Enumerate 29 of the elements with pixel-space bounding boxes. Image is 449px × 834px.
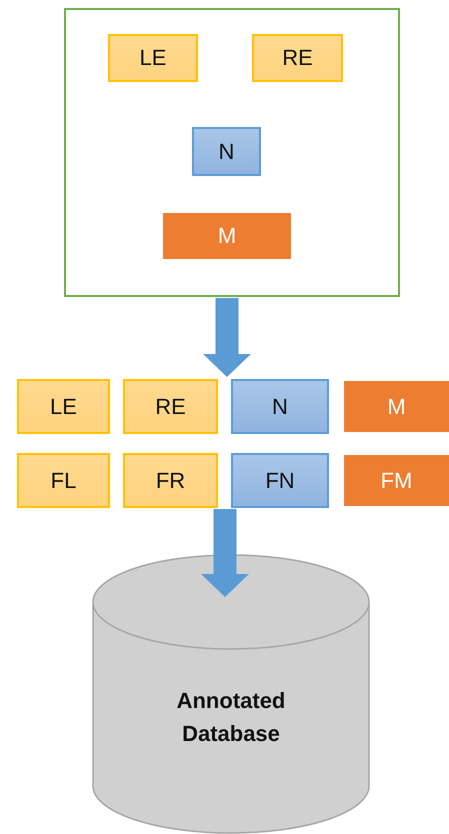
database-cylinder [92,554,370,834]
feature-box [344,381,449,432]
block-arrow [201,509,249,597]
feature-label: FL [50,468,76,494]
feature-box [123,379,218,434]
feature-label: N [272,394,288,420]
feature-label: FM [380,468,412,494]
feature-box [344,455,449,506]
feature-label: FN [265,468,295,494]
database-label: Annotated Database [176,687,286,748]
feature-box [108,34,198,82]
feature-label: M [387,394,406,420]
feature-label: RE [155,394,186,420]
feature-box [17,379,110,434]
feature-label: N [218,138,234,164]
feature-label: M [218,223,236,249]
feature-box [123,453,218,508]
feature-box [231,453,329,508]
feature-label: RE [282,45,313,71]
feature-label: LE [140,45,166,71]
block-arrow [203,298,251,377]
feature-box [252,34,343,82]
feature-label: LE [50,394,77,420]
feature-label: FR [156,468,186,494]
feature-box [231,379,329,434]
feature-box [163,213,291,259]
feature-box [192,127,261,176]
frame-box [64,8,400,297]
feature-box [17,453,110,508]
